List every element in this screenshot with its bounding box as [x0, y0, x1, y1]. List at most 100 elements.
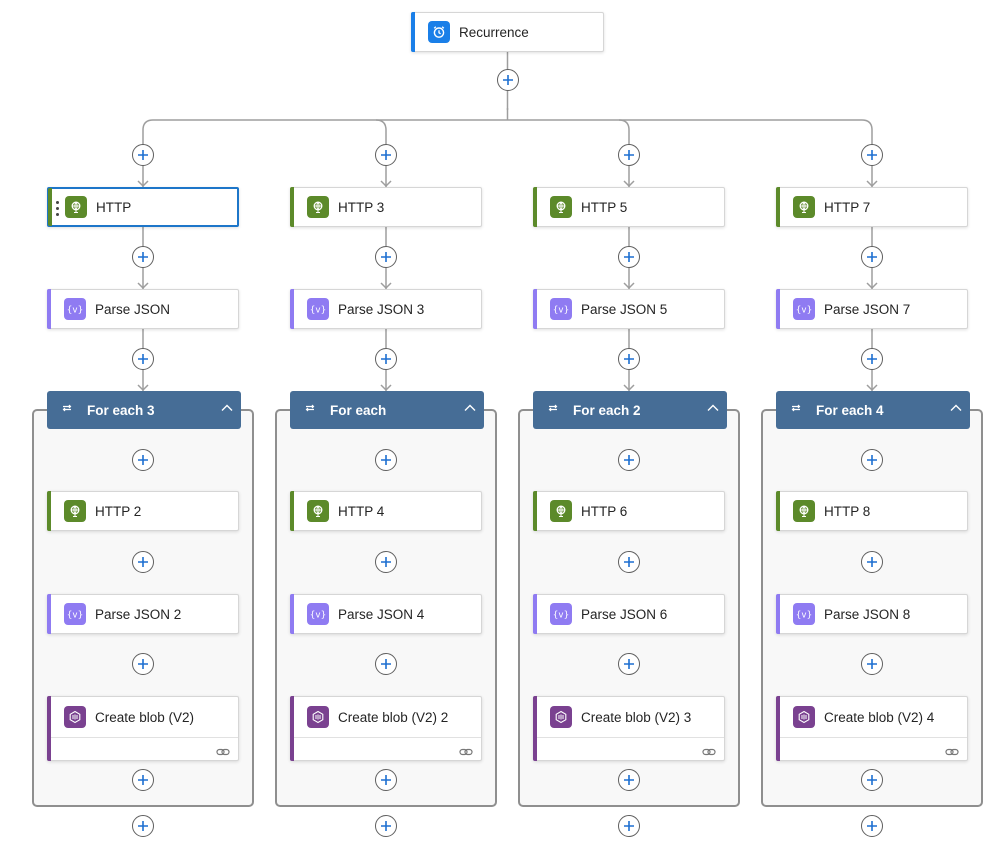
action-label: HTTP 5 [581, 199, 628, 215]
foreach-header[interactable]: For each 4 [776, 391, 970, 429]
parse-json-action-card[interactable]: {v} Parse JSON 6 [533, 594, 725, 634]
add-step-button[interactable] [618, 551, 640, 573]
parse-json-action-card[interactable]: {v} Parse JSON 4 [290, 594, 482, 634]
action-label: HTTP 6 [581, 503, 628, 519]
variable-braces-icon: {v} [307, 298, 329, 320]
add-step-button[interactable] [861, 246, 883, 268]
card-accent-bar [533, 594, 537, 634]
svg-text:{v}: {v} [310, 306, 326, 316]
card-divider [294, 737, 481, 738]
card-accent-bar [290, 594, 294, 634]
parse-json-action-card[interactable]: {v} Parse JSON 5 [533, 289, 725, 329]
globe-icon [307, 500, 329, 522]
add-step-button[interactable] [375, 769, 397, 791]
add-step-button[interactable] [375, 449, 397, 471]
link-icon[interactable] [216, 744, 230, 756]
action-label: HTTP 2 [95, 503, 142, 519]
http-action-card[interactable]: HTTP [47, 187, 239, 227]
drag-handle[interactable] [56, 201, 59, 216]
http-action-card[interactable]: HTTP 5 [533, 187, 725, 227]
add-step-button[interactable] [132, 815, 154, 837]
trigger-label: Recurrence [459, 24, 529, 40]
svg-text:{v}: {v} [796, 611, 812, 621]
alarm-clock-icon [428, 21, 450, 43]
card-accent-bar [47, 491, 51, 531]
create-blob-action-card[interactable]: Create blob (V2) [47, 696, 239, 761]
svg-text:{v}: {v} [67, 306, 83, 316]
add-step-button[interactable] [618, 449, 640, 471]
add-step-button[interactable] [861, 769, 883, 791]
add-step-button[interactable] [132, 144, 154, 166]
card-accent-bar [533, 187, 537, 227]
add-step-button[interactable] [618, 815, 640, 837]
link-icon[interactable] [459, 744, 473, 756]
chevron-up-icon[interactable] [706, 400, 720, 411]
add-step-button[interactable] [618, 653, 640, 675]
parse-json-action-card[interactable]: {v} Parse JSON 8 [776, 594, 968, 634]
foreach-header[interactable]: For each [290, 391, 484, 429]
add-step-button[interactable] [375, 653, 397, 675]
link-icon[interactable] [945, 744, 959, 756]
trigger-recurrence-card[interactable]: Recurrence [411, 12, 604, 52]
chevron-up-icon[interactable] [220, 400, 234, 411]
add-step-button[interactable] [132, 449, 154, 471]
http-action-card[interactable]: HTTP 3 [290, 187, 482, 227]
card-accent-bar [47, 289, 51, 329]
add-step-button[interactable] [375, 551, 397, 573]
card-accent-bar [776, 491, 780, 531]
foreach-header[interactable]: For each 2 [533, 391, 727, 429]
add-step-button[interactable] [618, 769, 640, 791]
add-step-button[interactable] [861, 551, 883, 573]
http-action-card[interactable]: HTTP 8 [776, 491, 968, 531]
add-step-button[interactable] [375, 348, 397, 370]
add-step-button[interactable] [375, 144, 397, 166]
foreach-label: For each [330, 402, 387, 418]
action-label: Parse JSON 4 [338, 606, 425, 622]
add-parallel-branch-button[interactable] [496, 69, 519, 91]
add-step-button[interactable] [618, 348, 640, 370]
card-accent-bar [48, 188, 52, 226]
loop-icon [790, 401, 802, 419]
add-step-button[interactable] [132, 653, 154, 675]
http-action-card[interactable]: HTTP 6 [533, 491, 725, 531]
add-step-button[interactable] [861, 144, 883, 166]
add-step-button[interactable] [132, 769, 154, 791]
add-step-button[interactable] [132, 551, 154, 573]
add-step-button[interactable] [132, 246, 154, 268]
action-label: HTTP 3 [338, 199, 385, 215]
add-step-button[interactable] [861, 653, 883, 675]
foreach-header[interactable]: For each 3 [47, 391, 241, 429]
card-divider [780, 737, 967, 738]
card-accent-bar [290, 696, 294, 761]
chevron-up-icon[interactable] [463, 400, 477, 411]
globe-icon [550, 196, 572, 218]
add-step-button[interactable] [861, 348, 883, 370]
http-action-card[interactable]: HTTP 4 [290, 491, 482, 531]
card-accent-bar [776, 594, 780, 634]
add-step-button[interactable] [861, 815, 883, 837]
action-label: HTTP 4 [338, 503, 385, 519]
add-step-button[interactable] [375, 246, 397, 268]
globe-icon [793, 196, 815, 218]
add-step-button[interactable] [132, 348, 154, 370]
add-step-button[interactable] [618, 246, 640, 268]
create-blob-action-card[interactable]: Create blob (V2) 4 [776, 696, 968, 761]
parse-json-action-card[interactable]: {v} Parse JSON 7 [776, 289, 968, 329]
globe-icon [307, 196, 329, 218]
http-action-card[interactable]: HTTP 7 [776, 187, 968, 227]
add-step-button[interactable] [618, 144, 640, 166]
foreach-label: For each 2 [573, 402, 641, 418]
create-blob-action-card[interactable]: Create blob (V2) 3 [533, 696, 725, 761]
card-accent-bar [290, 289, 294, 329]
globe-icon [65, 196, 87, 218]
create-blob-action-card[interactable]: Create blob (V2) 2 [290, 696, 482, 761]
chevron-up-icon[interactable] [949, 400, 963, 411]
http-action-card[interactable]: HTTP 2 [47, 491, 239, 531]
parse-json-action-card[interactable]: {v} Parse JSON [47, 289, 239, 329]
add-step-button[interactable] [861, 449, 883, 471]
link-icon[interactable] [702, 744, 716, 756]
add-step-button[interactable] [375, 815, 397, 837]
parse-json-action-card[interactable]: {v} Parse JSON 2 [47, 594, 239, 634]
parse-json-action-card[interactable]: {v} Parse JSON 3 [290, 289, 482, 329]
action-label: Create blob (V2) 2 [338, 709, 449, 725]
